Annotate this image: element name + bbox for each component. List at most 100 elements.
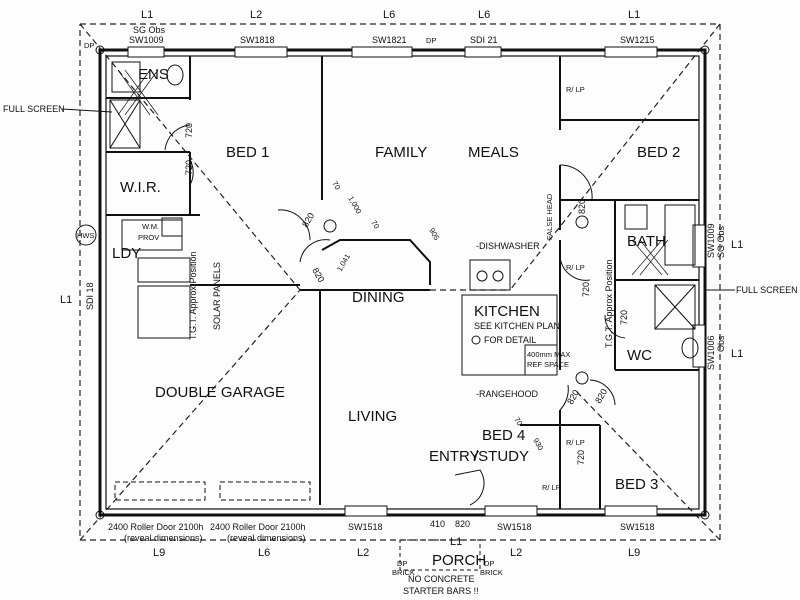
hws-label: HWS	[77, 231, 95, 240]
dim-820-d: 820	[565, 388, 581, 406]
bottom-sw1518-a: SW1518	[348, 522, 383, 532]
note-dp-corner: DP	[84, 41, 94, 50]
bottom-sw1518-b: SW1518	[497, 522, 532, 532]
top-labels: L1 L2 L6 L6 L1 SG Obs SW1009 SW1818 SW18…	[129, 9, 655, 45]
bottom-labels: 2400 Roller Door 2100h (reveal dimension…	[108, 519, 655, 596]
note-rlp-b: R/ LP	[566, 263, 585, 272]
fixtures	[75, 61, 699, 571]
top-l2: L2	[250, 9, 262, 21]
dim-820-a: 820	[300, 211, 316, 229]
side-l1-right-a: L1	[731, 239, 743, 251]
roller-left-1: 2400 Roller Door 2100h	[108, 522, 204, 532]
note-fridge-2: REF SPACE	[527, 360, 569, 369]
room-study: /STUDY	[474, 448, 529, 465]
note-rlp-a: R/ LP	[566, 85, 585, 94]
dp-brick-right-1: DP	[484, 559, 494, 568]
note-fridge-1: 400mm MAX	[527, 350, 570, 359]
leader-lines	[61, 108, 735, 291]
note-dishwasher: -DISHWASHER	[476, 241, 540, 251]
corner-markers	[95, 45, 710, 520]
dp-brick-left-2: BRICK	[392, 568, 415, 577]
top-dp: DP	[426, 36, 436, 45]
dim-70-b: 70	[369, 219, 381, 231]
side-sg-obs: SG Obs	[716, 225, 726, 258]
dim-70-c: 70	[512, 416, 524, 428]
note-false-head: FALSE HEAD	[545, 193, 554, 240]
room-family: FAMILY	[375, 144, 427, 161]
dim-1041: 1,041	[335, 252, 352, 273]
side-sw1006: SW1006	[706, 335, 716, 370]
bottom-sw1518-c: SW1518	[620, 522, 655, 532]
top-l6-a: L6	[383, 9, 395, 21]
top-sw1215: SW1215	[620, 35, 655, 45]
dim-720-e: 720	[576, 450, 586, 465]
room-dining: DINING	[352, 289, 405, 306]
bottom-l6: L6	[258, 547, 270, 559]
full-screen-left: FULL SCREEN	[3, 104, 65, 114]
dim-720-b: 720	[184, 160, 194, 175]
notes: PROV W.M. SOLAR PANELS T.G.T. Approx Pos…	[84, 41, 614, 492]
top-sw1818: SW1818	[240, 35, 275, 45]
side-sw1009: SW1009	[706, 223, 716, 258]
room-bed4: BED 4	[482, 427, 525, 444]
roller-left-2: (reveal dimensions)	[124, 533, 203, 543]
no-concrete-note: NO CONCRETE	[408, 574, 475, 584]
door-swings	[164, 124, 626, 506]
dim-410: 410	[430, 519, 445, 529]
dim-720-d: 720	[619, 310, 629, 325]
room-double-garage: DOUBLE GARAGE	[155, 384, 285, 401]
dim-905: 905	[427, 227, 441, 242]
room-wir: W.I.R.	[120, 179, 161, 196]
roller-doors	[114, 481, 311, 501]
tile-hatching	[117, 69, 669, 276]
side-sdi18: SDI 18	[85, 282, 95, 310]
room-wc: WC	[627, 347, 652, 364]
internal-walls	[106, 56, 699, 509]
dim-720-c: 720	[581, 282, 591, 297]
note-tgt-left: T.G.T. Approx Position	[188, 251, 198, 340]
dim-720-a: 720	[184, 123, 194, 138]
note-see-kitchen-1: SEE KITCHEN PLAN	[474, 321, 560, 331]
side-obs: Obs	[716, 335, 726, 352]
note-rangehood: -RANGEHOOD	[476, 389, 539, 399]
starter-bars-note: STARTER BARS !!	[403, 586, 479, 596]
top-l6-b: L6	[478, 9, 490, 21]
dim-820-e: 820	[593, 387, 609, 405]
dim-70-a: 70	[330, 180, 342, 192]
side-l1-right-b: L1	[731, 348, 743, 360]
room-bed3: BED 3	[615, 476, 658, 493]
room-living: LIVING	[348, 408, 397, 425]
dimensions: 720 720 820 820 70 1,000 70 905 1,041 82…	[184, 123, 629, 465]
top-l1-right: L1	[628, 9, 640, 21]
room-labels: ENS BED 1 FAMILY MEALS BED 2 W.I.R. LDY …	[112, 66, 680, 569]
bottom-l9-left: L9	[153, 547, 165, 559]
room-kitchen: KITCHEN	[474, 303, 540, 320]
roller-right-2: (reveal dimensions)	[227, 533, 306, 543]
dim-820-b: 820	[310, 266, 326, 284]
room-entry: ENTRY	[429, 448, 480, 465]
dp-brick-left-1: DP	[397, 559, 407, 568]
room-bed1: BED 1	[226, 144, 269, 161]
note-solar-panels: SOLAR PANELS	[212, 262, 222, 330]
dim-930: 930	[531, 437, 545, 452]
bottom-l1-entry: L1	[450, 536, 462, 548]
dim-820-c: 820	[577, 199, 587, 214]
room-ldy: LDY	[112, 245, 141, 262]
windows	[127, 46, 706, 517]
room-meals: MEALS	[468, 144, 519, 161]
side-l1-left: L1	[60, 294, 72, 306]
room-bath: BATH	[627, 233, 666, 250]
room-ens: ENS	[138, 66, 169, 83]
note-tgt-right: T.G.T. Approx Position	[604, 259, 614, 348]
top-sw1009: SW1009	[129, 35, 164, 45]
dp-brick-right-2: BRICK	[480, 568, 503, 577]
side-labels: FULL SCREEN FULL SCREEN HWS L1 SDI 18 SW…	[3, 104, 798, 370]
roller-right-1: 2400 Roller Door 2100h	[210, 522, 306, 532]
room-bed2: BED 2	[637, 144, 680, 161]
bottom-l2-right: L2	[510, 547, 522, 559]
top-sdi21: SDI 21	[470, 35, 498, 45]
full-screen-right: FULL SCREEN	[736, 285, 798, 295]
note-wm: W.M.	[142, 222, 159, 231]
